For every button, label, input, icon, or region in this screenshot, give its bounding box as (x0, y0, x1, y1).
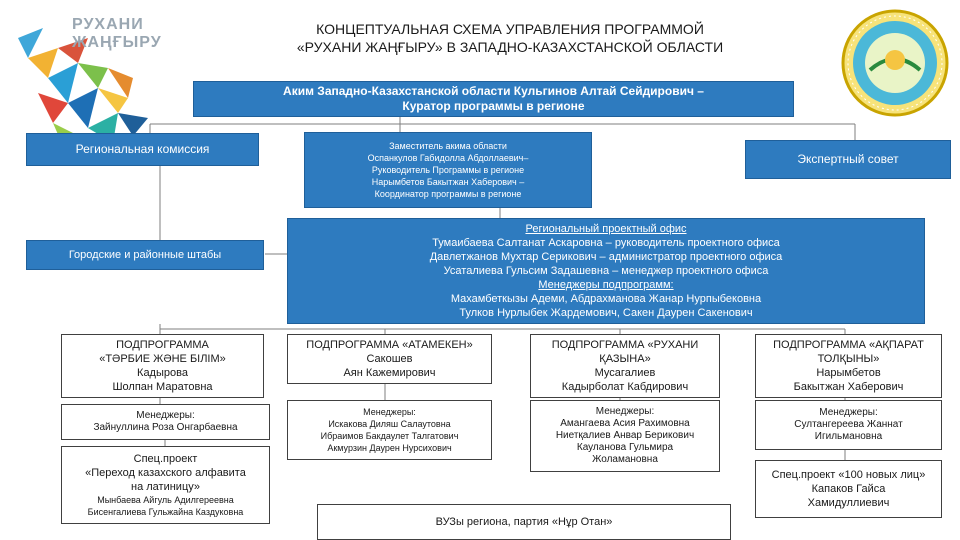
subprogram-box: ПОДПРОГРАММА «АҚПАРАТ ТОЛҚЫНЫ» Нарымбето… (755, 334, 942, 398)
expert-council-box: Экспертный совет (745, 140, 951, 179)
manager-name: Искакова Диляш Салаутовна (328, 419, 451, 429)
universities-label: ВУЗы региона, партия «Нұр Отан» (435, 516, 613, 528)
expert-council-label: Экспертный совет (797, 152, 899, 166)
subprogram-line: Кадырболат Кабдирович (561, 381, 689, 393)
manager-name: Жоламановна (592, 454, 658, 465)
managers-box: Менеджеры: Зайнуллина Роза Онгарбаевна (61, 404, 270, 440)
logo-text: РУХАНИ ЖАҢҒЫРУ (72, 16, 162, 52)
subprogram-line: Кадырова (137, 367, 188, 379)
subprogram-line: ПОДПРОГРАММА (116, 339, 209, 351)
page-title: КОНЦЕПТУАЛЬНАЯ СХЕМА УПРАВЛЕНИЯ ПРОГРАММ… (245, 20, 775, 56)
subprogram-box: ПОДПРОГРАММА «АТАМЕКЕН» Сакошев Аян Каже… (287, 334, 492, 384)
subprogram-line: «ТӘРБИЕ ЖӘНЕ БІЛІМ» (99, 353, 226, 365)
subprogram-line: ПОДПРОГРАММА «РУХАНИ (551, 339, 699, 351)
managers-heading: Менеджеры: (136, 410, 195, 421)
project-office-line-3: Усаталиева Гульсим Задашевна – менеджер … (443, 265, 769, 277)
managers-heading: Менеджеры: (595, 406, 655, 417)
spec-project-line: «Переход казахского алфавита (85, 467, 246, 479)
region-emblem (841, 9, 949, 117)
project-office-line-2: Давлетжанов Мухтар Серикович – администр… (429, 251, 783, 263)
managers-heading: Менеджеры: (363, 407, 416, 417)
subprogram-line: Мусагалиев (594, 367, 656, 379)
spec-project-box: Спец.проект «100 новых лиц» Капаков Гайс… (755, 460, 942, 518)
subprogram-line: ҚАЗЫНА» (599, 353, 651, 365)
deputy-line-2: Оспанкулов Габидолла Абдоллаевич– (367, 153, 529, 163)
project-office-box: Региональный проектный офис Тумаибаева С… (287, 218, 925, 324)
project-office-managers-heading: Менеджеры подпрограмм: (538, 279, 674, 291)
subprogram-line: Бакытжан Хаберович (793, 381, 904, 393)
manager-name: Зайнуллина Роза Онгарбаевна (93, 422, 238, 433)
manager-name: Акмурзин Даурен Нурсихович (327, 443, 452, 453)
subprogram-line: ПОДПРОГРАММА «АТАМЕКЕН» (306, 339, 473, 351)
deputy-line-3: Руководитель Программы в регионе (371, 165, 525, 175)
project-office-heading: Региональный проектный офис (525, 223, 687, 235)
universities-box: ВУЗы региона, партия «Нұр Отан» (317, 504, 731, 540)
deputy-line-4: Нарымбетов Бакытжан Хаберович – (371, 177, 525, 187)
akim-line-2: Куратор программы в регионе (402, 99, 585, 113)
manager-name: Амангаева Асия Рахимовна (560, 418, 690, 429)
manager-name: Султангереева Жаннат (794, 419, 903, 430)
regional-commission-label: Региональная комиссия (75, 142, 210, 156)
deputy-line-5: Координатор программы в регионе (374, 189, 522, 199)
manager-name: Ниетқалиев Анвар Берикович (555, 430, 695, 441)
manager-name: Кауланова Гульмира (576, 442, 674, 453)
project-office-line-4: Махамбеткызы Адеми, Абдрахманова Жанар Н… (450, 293, 762, 305)
spec-project-box: Спец.проект «Переход казахского алфавита… (61, 446, 270, 524)
managers-box: Менеджеры: Султангереева Жаннат Игильман… (755, 400, 942, 450)
subprogram-line: Шолпан Маратовна (112, 381, 213, 393)
subprogram-line: ПОДПРОГРАММА «АҚПАРАТ (773, 339, 924, 351)
spec-project-line: Капаков Гайса (811, 483, 886, 495)
spec-project-line: Спец.проект «100 новых лиц» (771, 469, 926, 481)
subprogram-line: Аян Кажемирович (343, 367, 436, 379)
subprogram-line: Сакошев (366, 353, 413, 365)
deputy-box: Заместитель акима области Оспанкулов Габ… (304, 132, 592, 208)
project-office-line-1: Тумаибаева Салтанат Аскаровна – руководи… (432, 237, 780, 249)
regional-commission-box: Региональная комиссия (26, 133, 259, 166)
akim-box: Аким Западно-Казахстанской области Кульг… (193, 81, 794, 117)
logo-line-1: РУХАНИ (72, 16, 144, 33)
subprogram-box: ПОДПРОГРАММА «ТӘРБИЕ ЖӘНЕ БІЛІМ» Кадыров… (61, 334, 264, 398)
subprogram-box: ПОДПРОГРАММА «РУХАНИ ҚАЗЫНА» Мусагалиев … (530, 334, 720, 398)
managers-box: Менеджеры: Амангаева Асия Рахимовна Ниет… (530, 400, 720, 472)
spec-project-line: Мынбаева Айгуль Адилгереевна (97, 495, 234, 505)
logo-line-2: ЖАҢҒЫРУ (72, 34, 162, 51)
title-line-2: «РУХАНИ ЖАҢҒЫРУ» В ЗАПАДНО-КАЗАХСТАНСКОЙ… (296, 39, 724, 55)
spec-project-line: на латиницу» (131, 481, 200, 493)
subprogram-line: Нарымбетов (816, 367, 881, 379)
managers-box: Менеджеры: Искакова Диляш Салаутовна Ибр… (287, 400, 492, 460)
akim-line-1: Аким Западно-Казахстанской области Кульг… (283, 84, 704, 98)
title-line-1: КОНЦЕПТУАЛЬНАЯ СХЕМА УПРАВЛЕНИЯ ПРОГРАММ… (316, 21, 704, 37)
spec-project-line: Бисенгалиева Гульжайна Каздуковна (87, 507, 244, 517)
city-district-box: Городские и районные штабы (26, 240, 264, 270)
subprogram-line: ТОЛҚЫНЫ» (817, 353, 880, 365)
spec-project-line: Хамидуллиевич (807, 497, 890, 509)
city-district-label: Городские и районные штабы (68, 249, 222, 261)
manager-name: Игильмановна (814, 431, 883, 442)
managers-heading: Менеджеры: (819, 407, 878, 418)
deputy-line-1: Заместитель акима области (389, 141, 507, 151)
spec-project-line: Спец.проект (133, 453, 198, 465)
manager-name: Ибраимов Бакдаулет Талгатович (320, 431, 459, 441)
project-office-line-5: Тулков Нурлыбек Жардемович, Сакен Даурен… (459, 307, 753, 319)
